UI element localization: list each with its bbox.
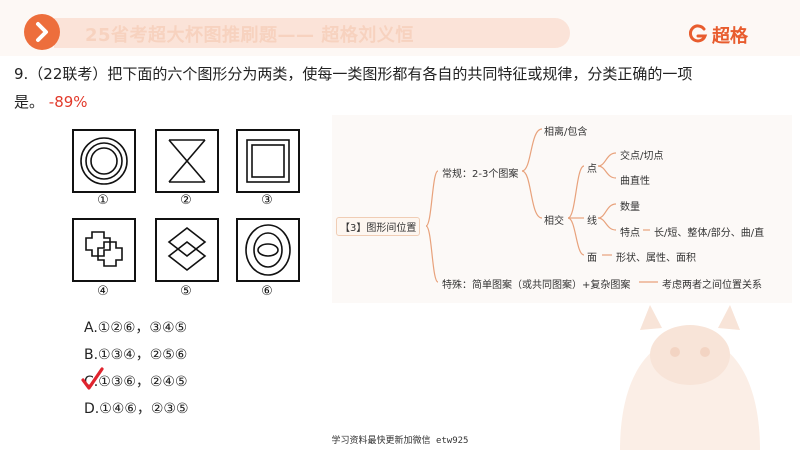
question-line-2: 是。 -89% (14, 88, 794, 116)
nested-ellipses-icon (245, 224, 291, 276)
figure-grid: ① ② ③ ④ ⑤ ⑥ (70, 127, 304, 302)
footer-watermark: 学习资料最快更新加微信 etw925 (331, 436, 469, 446)
title-banner (54, 18, 570, 48)
option-d[interactable]: D.①④⑥，②③⑤ (84, 401, 189, 417)
option-b[interactable]: B.①③④，②⑤⑥ (84, 347, 188, 363)
mind-map-intersect: 相交 (544, 216, 564, 227)
mind-map-line-features: 特点 (620, 228, 640, 239)
mind-map-face-detail: 形状、属性、面积 (616, 253, 696, 264)
mind-map-normal: 常规：2-3个图案 (442, 169, 519, 180)
mind-map-root: 【3】图形间位置 (336, 217, 421, 236)
option-c-row[interactable]: C.①③⑥，②④⑤ (81, 367, 189, 399)
checkmark-icon (81, 367, 104, 390)
figure-label-3: ③ (261, 193, 273, 208)
banner-title: 25省考超大杯图推刷题—— 超格刘义恒 (85, 25, 414, 46)
mind-map-connectors (425, 128, 658, 283)
figure-4 (72, 218, 136, 282)
mind-map-point: 点 (587, 164, 597, 175)
mind-map-point-item-1: 交点/切点 (620, 151, 664, 162)
figure-2 (155, 129, 219, 193)
mind-map-special-detail: 考虑两者之间位置关系 (662, 280, 762, 291)
mind-map-line-quantity: 数量 (620, 202, 640, 213)
mind-map-line-features-detail: 长/短、整体/部分、曲/直 (654, 228, 765, 239)
stacked-diamonds-icon (167, 226, 207, 272)
option-a[interactable]: A.①②⑥，③④⑤ (84, 320, 188, 336)
question-text: 9.（22联考）把下面的六个图形分为两类，使每一类图形都有各自的共同特征或规律，… (14, 60, 794, 116)
overlapping-crosses-icon (85, 231, 123, 267)
figure-label-5: ⑤ (180, 284, 192, 299)
mind-map-point-item-2: 曲直性 (620, 176, 650, 187)
mind-map: 【3】图形间位置 常规：2-3个图案 相离/包含 相交 点 交点/切点 曲直性 … (332, 115, 792, 303)
hourglass-icon (168, 139, 206, 183)
figure-label-4: ④ (97, 284, 109, 299)
figure-3 (236, 129, 300, 193)
figure-6 (236, 218, 300, 282)
mind-map-special: 特殊：简单图案（或共同图案）+复杂图案 (442, 280, 631, 291)
nested-squares-icon (246, 139, 290, 183)
brand-name: 超格 (712, 26, 748, 47)
answer-options: A.①②⑥，③④⑤ B.①③④，②⑤⑥ C.①③⑥，②④⑤ D.①④⑥，②③⑤ (81, 318, 189, 426)
figure-label-2: ② (180, 193, 192, 208)
accuracy-rate: -89% (48, 93, 88, 111)
question-line-1: 9.（22联考）把下面的六个图形分为两类，使每一类图形都有各自的共同特征或规律，… (14, 65, 693, 83)
option-c[interactable]: C.①③⑥，②④⑤ (84, 374, 188, 390)
figure-1 (72, 129, 136, 193)
figure-5 (155, 218, 219, 282)
next-arrow-icon[interactable] (24, 14, 60, 50)
mind-map-line: 线 (587, 216, 597, 227)
mascot-watermark-image (580, 300, 800, 450)
mind-map-face: 面 (587, 253, 597, 264)
figure-label-6: ⑥ (261, 284, 273, 299)
mind-map-separate: 相离/包含 (544, 127, 588, 138)
concentric-circles-icon (80, 137, 128, 185)
brand-g-icon (689, 24, 708, 43)
figure-label-1: ① (97, 193, 109, 208)
question-line-2-text: 是。 (14, 93, 45, 111)
